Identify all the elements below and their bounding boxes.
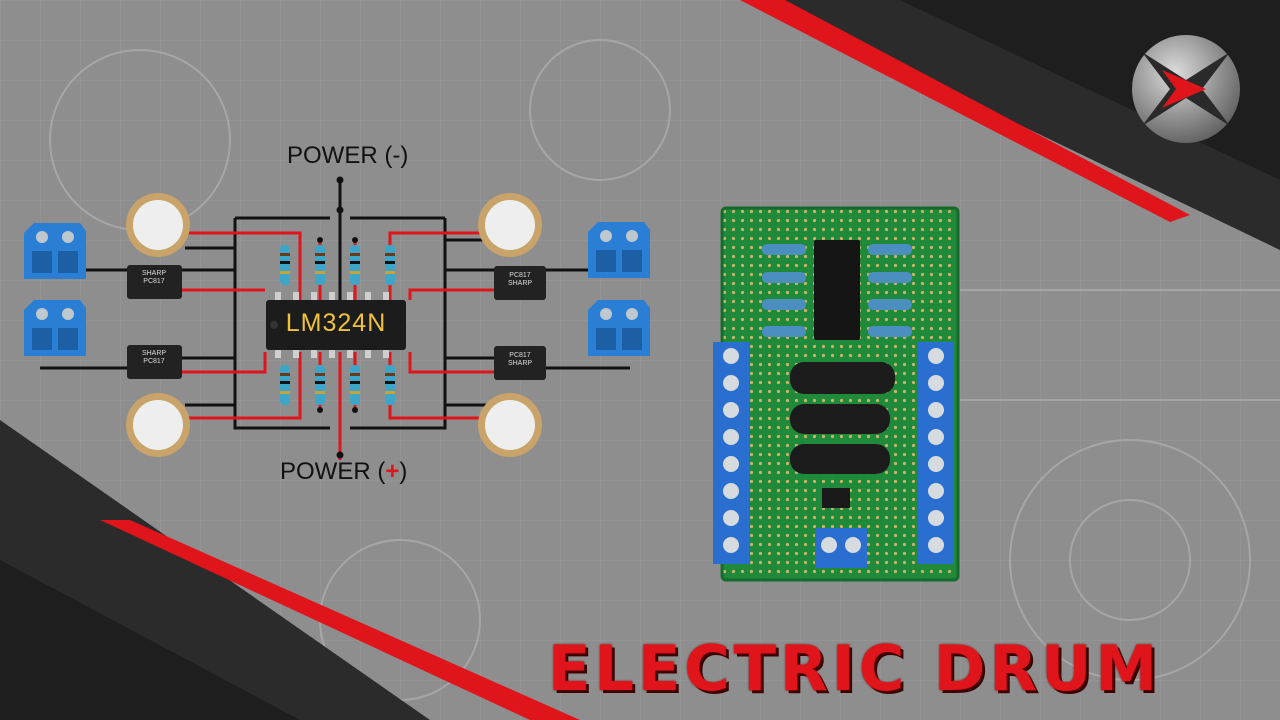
junction-dots [317,176,358,459]
optocoupler-model: PC817 [509,272,531,279]
channel-logo-icon [1132,35,1240,143]
power-negative-label: POWER (-) [287,142,409,169]
chip-label: LM324N [285,309,387,337]
pcb-board [713,206,960,582]
pcb-resistors [762,244,912,337]
video-title: ELECTRIC DRUM [548,632,1162,705]
piezo-disc-top-left [126,193,190,257]
schematic-diagram [24,176,650,460]
optocoupler-model: PC817 [143,358,165,365]
optocoupler-model: PC817 [509,352,531,359]
piezo-disc-bottom-right [478,393,542,457]
power-positive-label: POWER (+) [280,458,407,486]
optocoupler-model: PC817 [143,278,165,285]
optocouplers [127,265,546,380]
piezo-disc-top-right [478,193,542,257]
pcb-power-resistors [790,362,895,474]
pcb-ic [814,240,860,340]
pcb-small-chip [822,488,850,508]
optocoupler-brand: SHARP [507,360,533,367]
optocoupler-brand: SHARP [141,270,167,277]
pcb-terminal-strip-right [918,342,954,564]
optocoupler-brand: SHARP [141,350,167,357]
screw-terminals [24,222,650,356]
piezo-sensors [126,193,542,457]
piezo-disc-bottom-left [126,393,190,457]
pcb-power-terminal [815,528,867,568]
power-positive-sign: + [385,458,400,485]
power-positive-close: ) [399,458,408,485]
power-positive-text: POWER ( [280,458,386,485]
corner-decoration-bottom-left [0,420,580,720]
resistors [280,245,395,405]
pcb-terminal-strip-left [713,342,749,564]
lm324n-chip [266,292,406,358]
optocoupler-brand: SHARP [507,280,533,287]
